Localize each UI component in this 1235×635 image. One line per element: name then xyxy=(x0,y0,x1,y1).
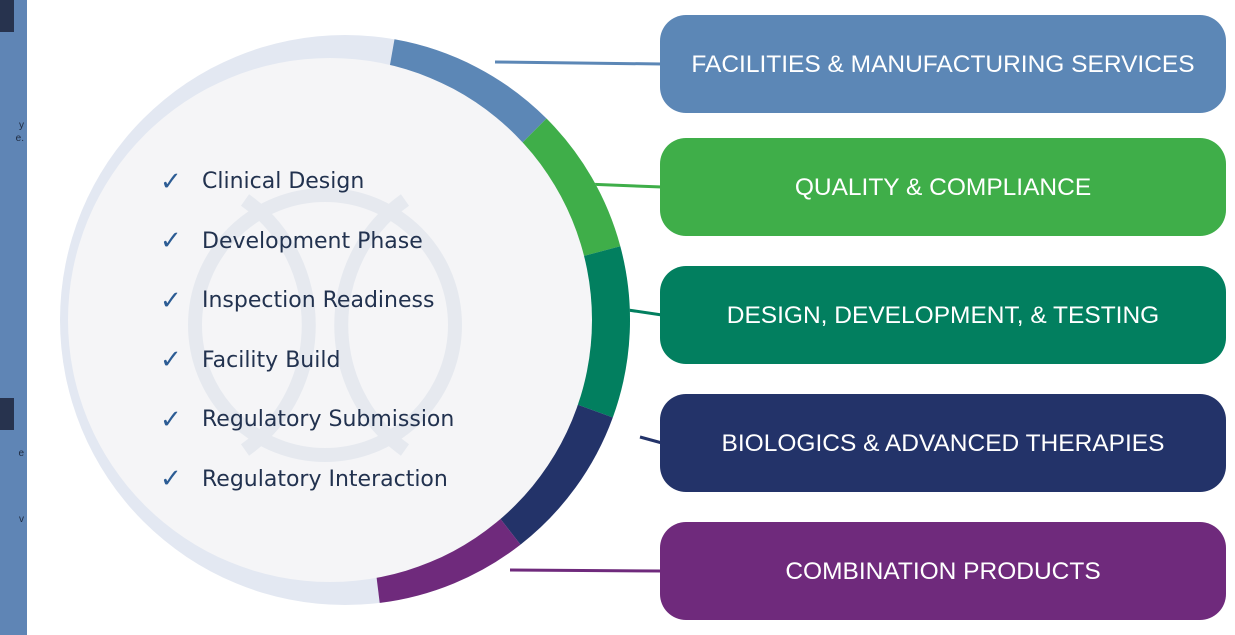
category-box-facilities[interactable]: FACILITIES & MANUFACTURING SERVICES xyxy=(660,15,1226,113)
checklist-label: Development Phase xyxy=(202,228,423,254)
category-box-quality[interactable]: QUALITY & COMPLIANCE xyxy=(660,138,1226,236)
connector-line-facilities xyxy=(494,60,663,66)
category-label: FACILITIES & MANUFACTURING SERVICES xyxy=(691,50,1195,78)
connector-line-biologics xyxy=(639,435,663,445)
checkmark-icon: ✓ xyxy=(160,166,182,197)
checklist-item: ✓ Clinical Design xyxy=(160,152,454,212)
left-panel-text: e. xyxy=(15,133,24,144)
checklist-label: Inspection Readiness xyxy=(202,288,435,314)
checklist-label: Regulatory Interaction xyxy=(202,466,448,492)
left-side-panel: y e. e v xyxy=(0,0,27,635)
left-panel-text: v xyxy=(19,514,24,525)
category-box-design[interactable]: DESIGN, DEVELOPMENT, & TESTING xyxy=(660,266,1226,364)
checkmark-icon: ✓ xyxy=(160,345,182,376)
checklist-label: Clinical Design xyxy=(202,169,365,195)
checklist-item: ✓ Regulatory Submission xyxy=(160,390,454,450)
connector-line-design xyxy=(627,308,663,317)
category-label: COMBINATION PRODUCTS xyxy=(785,557,1101,585)
category-box-biologics[interactable]: BIOLOGICS & ADVANCED THERAPIES xyxy=(660,394,1226,492)
left-panel-dark-block xyxy=(0,0,14,32)
category-box-combination[interactable]: COMBINATION PRODUCTS xyxy=(660,522,1226,620)
inner-circle xyxy=(68,58,592,582)
checkmark-icon: ✓ xyxy=(160,226,182,257)
checklist-item: ✓ Inspection Readiness xyxy=(160,271,454,331)
left-panel-text: y xyxy=(19,120,24,131)
checkmark-icon: ✓ xyxy=(160,285,182,316)
category-label: DESIGN, DEVELOPMENT, & TESTING xyxy=(726,301,1160,329)
checkmark-icon: ✓ xyxy=(160,464,182,495)
checklist-item: ✓ Facility Build xyxy=(160,331,454,391)
left-panel-text: e xyxy=(18,448,24,459)
checklist: ✓ Clinical Design ✓ Development Phase ✓ Ins… xyxy=(160,152,454,509)
left-panel-dark-block xyxy=(0,398,14,430)
checklist-label: Facility Build xyxy=(202,347,341,373)
checklist-item: ✓ Development Phase xyxy=(160,212,454,272)
category-label: BIOLOGICS & ADVANCED THERAPIES xyxy=(721,429,1165,457)
logo-watermark xyxy=(188,188,462,462)
checklist-item: ✓ Regulatory Interaction xyxy=(160,450,454,510)
checklist-label: Regulatory Submission xyxy=(202,407,455,433)
checkmark-icon: ✓ xyxy=(160,404,182,435)
category-label: QUALITY & COMPLIANCE xyxy=(794,173,1092,201)
connector-line-combination xyxy=(509,568,663,573)
